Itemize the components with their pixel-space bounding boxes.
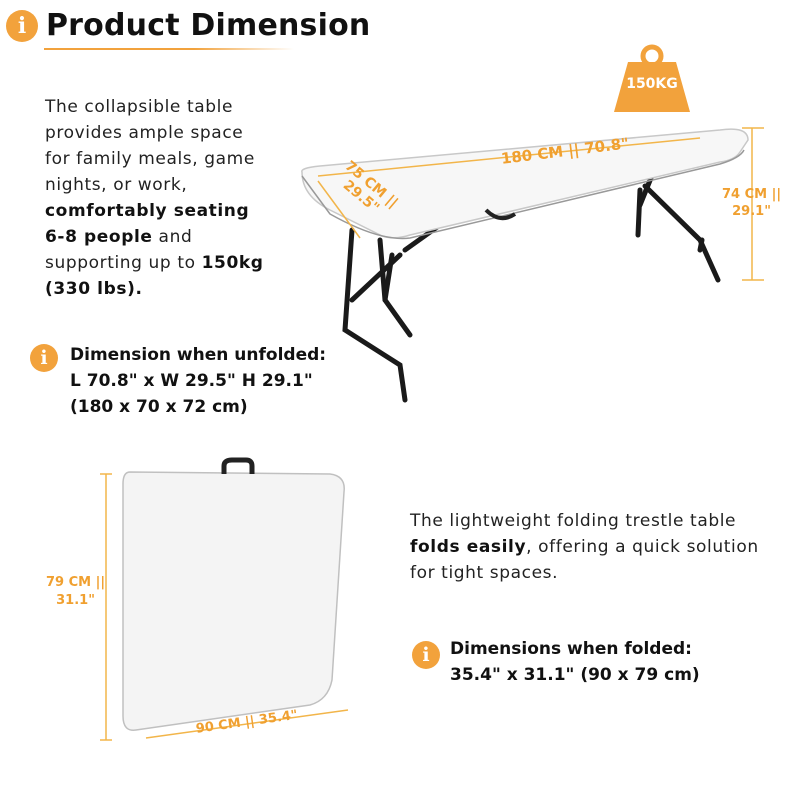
folded-bold: folds easily: [410, 537, 527, 557]
weight-badge: [614, 44, 690, 112]
intro-line: provides ample space: [45, 123, 244, 143]
folded-line: for tight spaces.: [410, 563, 559, 583]
intro-bold: (330 lbs).: [45, 279, 143, 299]
intro-bold: comfortably seating: [45, 201, 250, 221]
intro-bold: 6-8 people: [45, 227, 153, 247]
intro-line: for family meals, game: [45, 149, 255, 169]
intro-line: comfortably seating: [45, 198, 295, 224]
folded-height-line: 31.1": [56, 593, 95, 608]
intro-line: (330 lbs).: [45, 276, 295, 302]
info-icon: i: [30, 344, 58, 372]
intro-text: and: [152, 227, 193, 247]
unfolded-metric: (180 x 70 x 72 cm): [70, 397, 248, 417]
folded-table: [122, 457, 345, 731]
height-label-line: 29.1": [732, 204, 771, 219]
info-icon: i: [6, 10, 38, 42]
title-underline: [44, 48, 294, 50]
info-icon: i: [412, 641, 440, 669]
intro-bold: 150kg: [201, 253, 264, 273]
intro-line: supporting up to 150kg: [45, 250, 295, 276]
unfolded-label: Dimension when unfolded:: [70, 345, 327, 365]
unfolded-note: Dimension when unfolded: L 70.8" x W 29.…: [70, 342, 326, 420]
folded-height-line: 79 CM ||: [46, 575, 106, 590]
height-label: 74 CM || 29.1": [722, 186, 781, 220]
page-title: Product Dimension: [46, 8, 371, 43]
weight-label: 150KG: [626, 76, 678, 92]
intro-line: The collapsible table: [45, 97, 234, 117]
intro-paragraph: The collapsible table provides ample spa…: [45, 94, 295, 302]
table-dimension-lines: [317, 127, 764, 281]
folded-dimension-lines: [100, 473, 349, 741]
unfolded-dims: L 70.8" x W 29.5" H 29.1": [70, 371, 313, 391]
intro-text: supporting up to: [45, 253, 202, 273]
folded-label: Dimensions when folded:: [450, 639, 692, 659]
folded-note: Dimensions when folded: 35.4" x 31.1" (9…: [450, 636, 700, 688]
height-label-line: 74 CM ||: [722, 187, 782, 202]
intro-line: nights, or work,: [45, 175, 188, 195]
folded-height-label: 79 CM || 31.1": [46, 574, 105, 610]
folded-line: The lightweight folding trestle table: [410, 511, 737, 531]
intro-line: 6-8 people and: [45, 224, 295, 250]
folded-dims: 35.4" x 31.1" (90 x 79 cm): [450, 665, 700, 685]
table-legs: [342, 165, 721, 403]
folded-paragraph: The lightweight folding trestle table fo…: [410, 508, 770, 586]
folded-line: folds easily, offering a quick solution: [410, 534, 770, 560]
folded-text: , offering a quick solution: [526, 537, 759, 557]
